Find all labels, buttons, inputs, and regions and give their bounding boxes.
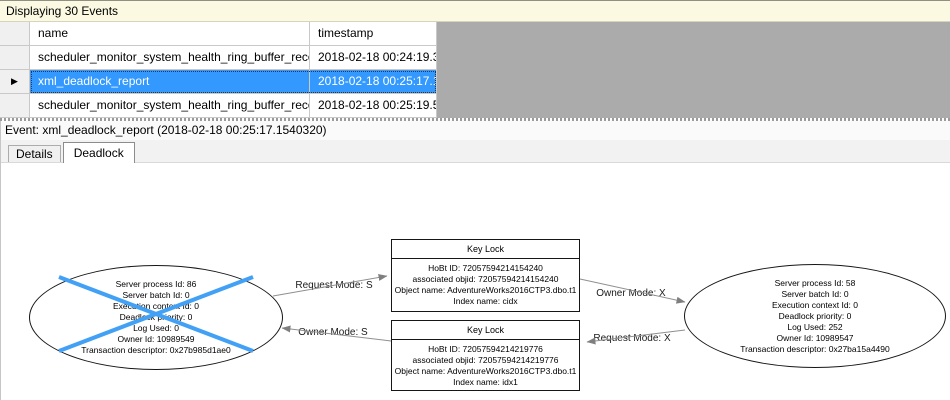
resource-node-keylock-top[interactable]: Key Lock HoBt ID: 72057594214154240 asso… — [391, 239, 580, 312]
event-timestamp-cell[interactable]: 2018-02-18 00:25:17.1540320 — [310, 70, 437, 94]
event-detail-pane: Event: xml_deadlock_report (2018-02-18 0… — [0, 121, 950, 400]
edge-label-request-s: Request Mode: S — [295, 280, 373, 291]
resource-node-keylock-bottom[interactable]: Key Lock HoBt ID: 72057594214219776 asso… — [391, 320, 580, 391]
edge-label-owner-x: Owner Mode: X — [596, 288, 666, 299]
process-attr: Execution context Id: 0 — [772, 299, 858, 310]
table-row[interactable]: scheduler_monitor_system_health_ring_buf… — [0, 46, 437, 70]
edge-owner-x-arrow — [579, 278, 686, 304]
process-node-victim[interactable]: Server process Id: 86 Server batch Id: 0… — [29, 265, 283, 370]
event-summary-label: Event: xml_deadlock_report (2018-02-18 0… — [1, 121, 950, 140]
events-count-banner: Displaying 30 Events — [0, 0, 950, 22]
edge-label-request-x: Request Mode: X — [593, 333, 671, 344]
resource-title: Key Lock — [392, 240, 579, 259]
event-name-cell[interactable]: scheduler_monitor_system_health_ring_buf… — [30, 46, 310, 70]
row-selector-header — [0, 22, 30, 46]
events-grid: name timestamp scheduler_monitor_system_… — [0, 22, 950, 118]
table-row[interactable]: scheduler_monitor_system_health_ring_buf… — [0, 94, 437, 118]
resource-attr: Object name: AdventureWorks2016CTP3.dbo.… — [394, 366, 577, 376]
process-attr: Deadlock priority: 0 — [778, 310, 852, 321]
resource-attr: Index name: cidx — [453, 296, 518, 306]
process-attr: Server process Id: 58 — [774, 277, 856, 288]
resource-attr: associated objid: 72057594214154240 — [412, 274, 559, 284]
deadlock-graph-canvas: Server process Id: 86 Server batch Id: 0… — [1, 162, 950, 400]
edge-request-s-arrow — [272, 274, 388, 297]
current-row-indicator-icon[interactable]: ▶ — [0, 70, 30, 94]
edge-label-owner-s: Owner Mode: S — [298, 327, 368, 338]
resource-attr: HoBt ID: 72057594214219776 — [428, 344, 543, 354]
column-header-timestamp[interactable]: timestamp — [310, 22, 437, 46]
process-attr: Owner Id: 10989547 — [776, 332, 854, 343]
tab-details[interactable]: Details — [8, 145, 61, 162]
edge-request-x-arrow — [586, 329, 686, 345]
resource-title: Key Lock — [392, 321, 579, 340]
process-attr: Log Used: 252 — [787, 321, 843, 332]
detail-tabstrip: Details Deadlock — [1, 140, 950, 163]
tab-deadlock[interactable]: Deadlock — [62, 142, 135, 163]
process-attr: Deadlock priority: 0 — [119, 312, 193, 322]
row-selector-cell[interactable] — [0, 94, 30, 118]
process-attr: Transaction descriptor: 0x27b985d1ae0 — [81, 345, 231, 355]
process-attr: Log Used: 0 — [133, 323, 179, 333]
resource-attr: associated objid: 72057594214219776 — [412, 355, 559, 365]
row-selector-cell[interactable] — [0, 46, 30, 70]
process-attr: Server batch Id: 0 — [122, 290, 190, 300]
horizontal-splitter[interactable] — [0, 118, 950, 121]
process-attr: Server batch Id: 0 — [781, 288, 849, 299]
edge-owner-s-arrow — [281, 325, 392, 342]
event-timestamp-cell[interactable]: 2018-02-18 00:25:19.5276859 — [310, 94, 437, 118]
resource-attr: Index name: idx1 — [453, 377, 518, 387]
process-attr: Transaction descriptor: 0x27ba15a4490 — [740, 343, 890, 354]
table-row-selected[interactable]: ▶ xml_deadlock_report 2018-02-18 00:25:1… — [0, 70, 437, 94]
event-name-cell[interactable]: scheduler_monitor_system_health_ring_buf… — [30, 94, 310, 118]
event-timestamp-cell[interactable]: 2018-02-18 00:24:19.3516078 — [310, 46, 437, 70]
resource-attr: HoBt ID: 72057594214154240 — [428, 263, 543, 273]
grid-header-row: name timestamp — [0, 22, 437, 46]
process-attr: Owner Id: 10989549 — [117, 334, 195, 344]
process-attr: Server process Id: 86 — [115, 279, 197, 289]
process-node-survivor[interactable]: Server process Id: 58 Server batch Id: 0… — [684, 264, 946, 368]
event-name-cell[interactable]: xml_deadlock_report — [30, 70, 310, 94]
resource-attr: Object name: AdventureWorks2016CTP3.dbo.… — [394, 285, 577, 295]
process-attr: Execution context Id: 0 — [113, 301, 199, 311]
column-header-name[interactable]: name — [30, 22, 310, 46]
